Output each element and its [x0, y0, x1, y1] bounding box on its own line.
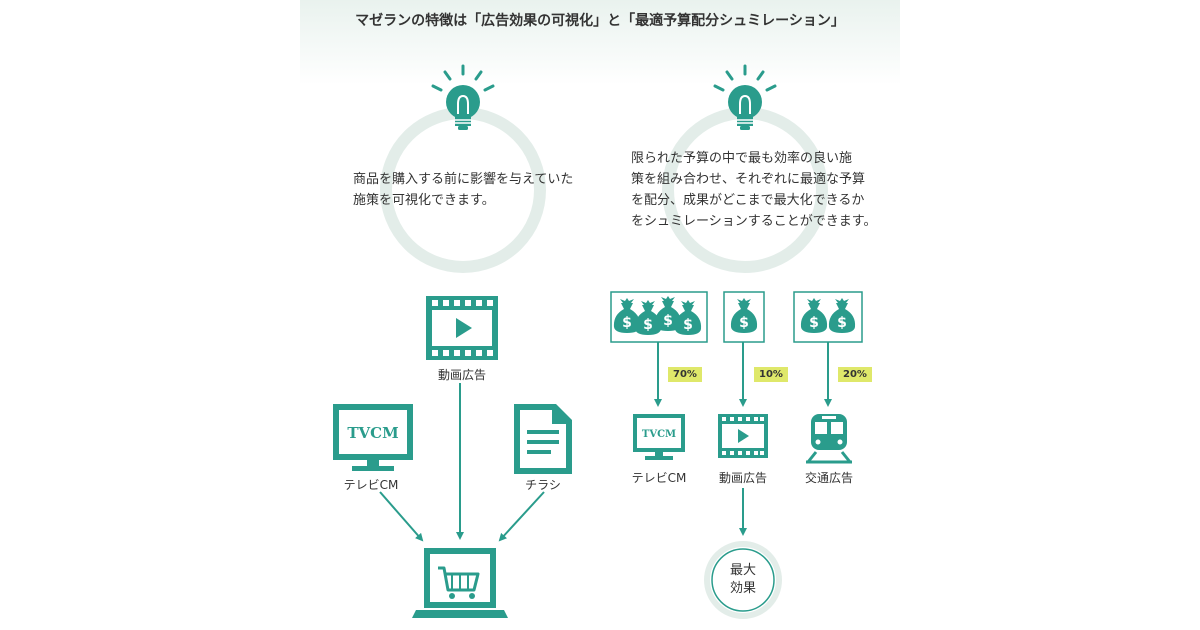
tv-icon: TVCM — [333, 404, 413, 471]
left-description-line: 施策を可視化できます。 — [353, 193, 495, 208]
right-description-line: 策を組み合わせ、それぞれに最適な予算 — [631, 172, 866, 187]
left-arrows — [379, 383, 545, 542]
pct-badge-train: 20% — [838, 367, 872, 382]
tv-screen-text: TVCM — [347, 424, 398, 442]
right-video-label: 動画広告 — [718, 471, 768, 485]
pct-badge-video: 10% — [754, 367, 788, 382]
tv-icon: TVCM — [633, 414, 685, 460]
right-description-line: をシュミレーションすることができます。 — [631, 214, 877, 229]
page-title: マゼランの特徴は「広告効果の可視化」と「最適予算配分シュミレーション」 — [355, 13, 845, 29]
pct-badge-tv: 70% — [668, 367, 702, 382]
header-background — [300, 0, 900, 85]
right-description-line: 限られた予算の中で最も効率の良い施 — [631, 151, 853, 166]
max-effect-ring — [704, 541, 782, 619]
left-description: 商品を購入する前に影響を与えていた 施策を可視化できます。 — [353, 169, 573, 211]
max-effect-inner — [711, 548, 775, 612]
left-flyer-label: チラシ — [525, 478, 561, 492]
train-icon — [806, 414, 852, 464]
video-icon — [426, 296, 498, 360]
money-bag-icon — [730, 298, 758, 333]
laptop-cart-icon — [412, 548, 508, 618]
right-description-line: を配分、成果がどこまで最大化できるか — [631, 193, 865, 208]
tv-screen-text: TVCM — [642, 429, 676, 440]
video-icon — [718, 414, 768, 458]
left-tv-label: テレビCM — [343, 478, 399, 492]
left-description-line: 商品を購入する前に影響を与えていた — [353, 172, 574, 187]
document-icon — [514, 404, 572, 474]
right-arrows — [654, 342, 832, 536]
money-bag-icon — [800, 298, 856, 333]
right-tv-label: テレビCM — [631, 471, 687, 485]
max-effect-line: 最大 — [729, 563, 757, 578]
left-video-label: 動画広告 — [437, 368, 487, 382]
right-train-label: 交通広告 — [804, 471, 854, 485]
right-description: 限られた予算の中で最も効率の良い施 策を組み合わせ、それぞれに最適な予算 を配分… — [631, 148, 876, 232]
max-effect-line: 効果 — [729, 581, 757, 596]
money-bag-icon — [613, 296, 702, 335]
max-effect-label: 最大 効果 — [730, 562, 756, 598]
